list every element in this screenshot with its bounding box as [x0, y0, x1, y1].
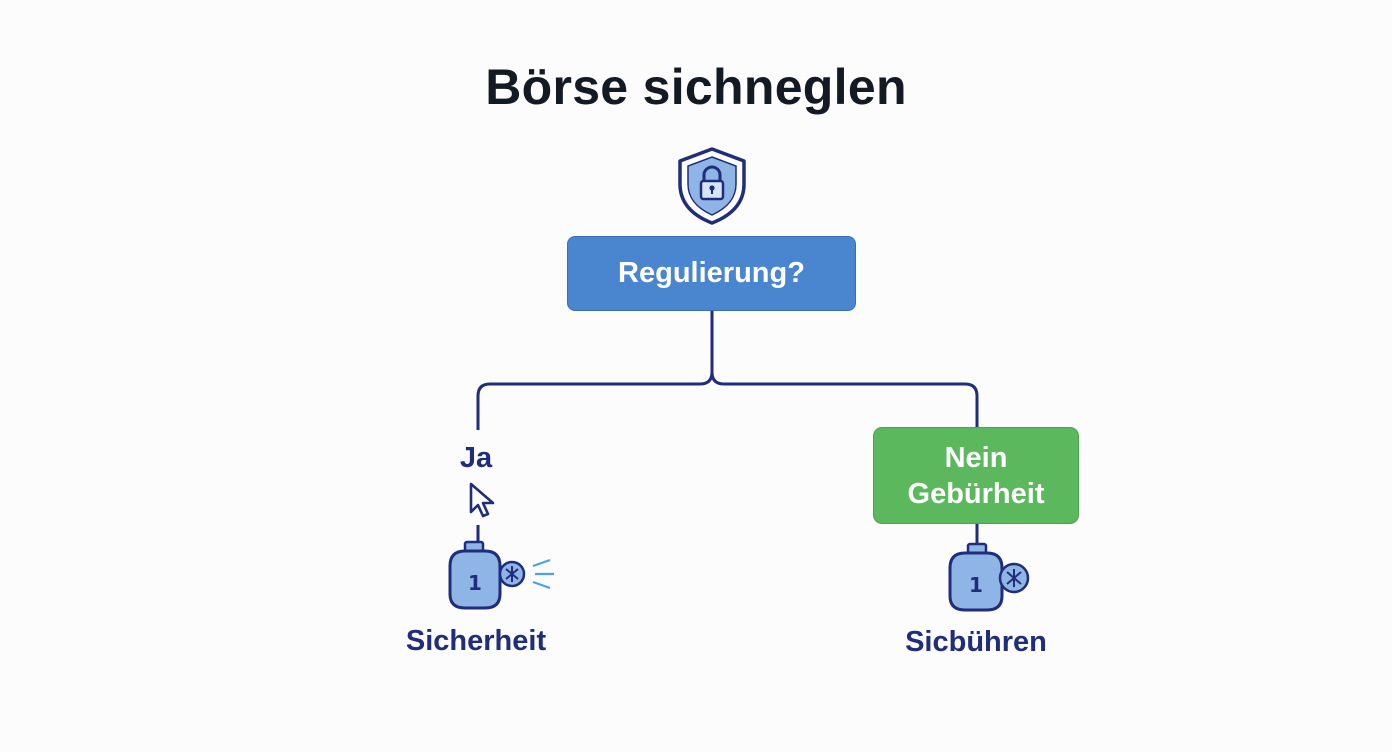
no-branch-label-line2: Gebürheit [907, 477, 1045, 510]
yes-branch-label: Ja [459, 442, 493, 474]
cursor-arrow-icon [469, 482, 495, 518]
connector-right-branch [710, 371, 979, 427]
no-result-caption: Sicbühren [905, 626, 1047, 658]
diagram-title: Börse sichneglen [485, 59, 907, 115]
no-branch-label-line1: Nein [944, 441, 1008, 474]
no-result-number: 1 [969, 573, 983, 597]
no-branch-node: Nein Gebürheit [873, 427, 1079, 524]
connector-trunk [699, 311, 714, 386]
yes-result-number: 1 [468, 571, 482, 595]
bot-badge-icon: 1 [948, 542, 1030, 612]
connector-left-branch [476, 382, 700, 430]
bot-badge-icon: 1 [448, 540, 554, 610]
question-node-regulation: Regulierung? [567, 236, 856, 311]
yes-result-caption: Sicherheit [405, 625, 547, 657]
shield-lock-icon [678, 147, 746, 225]
